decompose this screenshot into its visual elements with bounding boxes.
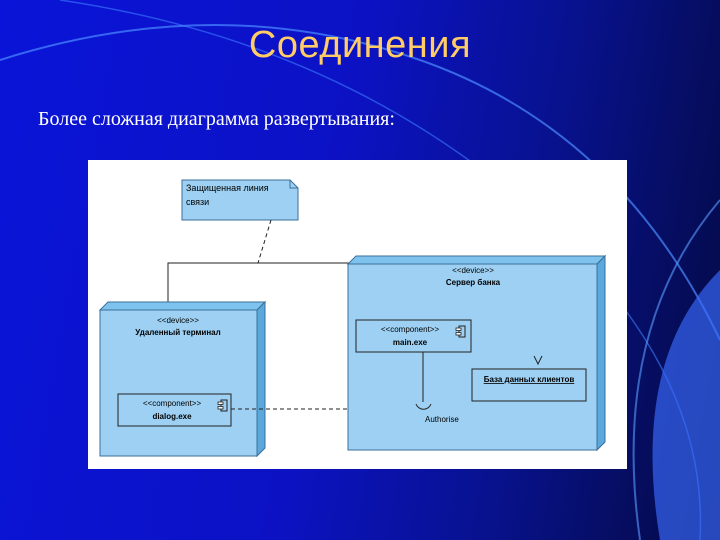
component-icon — [217, 399, 228, 412]
database-caret — [533, 355, 543, 366]
note-text-line1: Защищенная линия — [186, 183, 269, 193]
database-box — [471, 368, 587, 402]
component-dialog-name: dialog.exe — [152, 412, 192, 421]
deployment-diagram: Защищенная линия связи <<device>> Удален… — [88, 160, 627, 469]
node-remote-terminal — [99, 309, 258, 457]
note-text-line2: связи — [186, 197, 209, 207]
note-anchor-line — [257, 219, 272, 264]
component-main — [355, 319, 472, 353]
note-shape — [181, 179, 299, 221]
node-bank-server-stereotype: <<device>> — [452, 266, 494, 275]
component-main-name: main.exe — [393, 338, 428, 347]
node-connection-line — [167, 262, 351, 308]
node-bank-server — [347, 263, 598, 451]
slide-title: Соединения — [248, 24, 472, 66]
node-remote-terminal-stereotype: <<device>> — [157, 316, 199, 325]
component-main-stereotype: <<component>> — [381, 325, 440, 334]
node-remote-terminal-name: Удаленный терминал — [135, 328, 220, 337]
component-icon — [455, 325, 466, 338]
interface-socket — [415, 403, 432, 410]
interface-label: Authorise — [425, 415, 459, 424]
component-dialog — [117, 393, 232, 427]
node-bank-server-name: Сервер банка — [446, 278, 501, 287]
slide-subtitle: Более сложная диаграмма развертывания: — [38, 108, 395, 130]
database-name: База данных клиентов — [484, 375, 575, 384]
component-dialog-stereotype: <<component>> — [143, 399, 202, 408]
